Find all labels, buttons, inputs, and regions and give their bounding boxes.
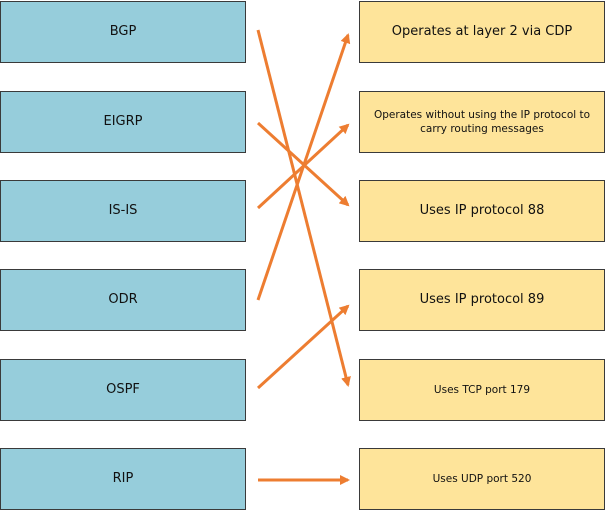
protocol-label: BGP — [109, 24, 137, 40]
description-label: Uses TCP port 179 — [433, 383, 531, 396]
protocol-label: EIGRP — [103, 114, 143, 130]
arrow-odr-to-layer2-cdp — [256, 33, 351, 301]
description-box-ip-89: Uses IP protocol 89 — [359, 269, 605, 331]
protocol-label: RIP — [112, 471, 134, 487]
protocol-box-odr: ODR — [0, 269, 246, 331]
protocol-label: OSPF — [106, 382, 140, 398]
protocol-label: IS-IS — [108, 203, 138, 219]
arrow-eigrp-to-ip-88 — [256, 121, 350, 207]
protocol-box-is-is: IS-IS — [0, 180, 246, 242]
protocol-box-eigrp: EIGRP — [0, 91, 246, 153]
description-box-no-ip: Operates without using the IP protocol t… — [359, 91, 605, 153]
protocol-box-ospf: OSPF — [0, 359, 246, 421]
description-label: Uses IP protocol 89 — [419, 292, 545, 308]
description-label: Operates at layer 2 via CDP — [391, 24, 573, 40]
description-box-ip-88: Uses IP protocol 88 — [359, 180, 605, 242]
description-label: Operates without using the IP protocol t… — [373, 108, 591, 135]
description-box-tcp-179: Uses TCP port 179 — [359, 359, 605, 421]
protocol-box-bgp: BGP — [0, 1, 246, 63]
arrow-bgp-to-tcp-179 — [256, 29, 351, 387]
arrow-is-is-to-no-ip — [256, 123, 350, 210]
description-label: Uses IP protocol 88 — [419, 203, 545, 219]
protocol-box-rip: RIP — [0, 448, 246, 510]
arrow-ospf-to-ip-89 — [256, 304, 350, 390]
description-box-udp-520: Uses UDP port 520 — [359, 448, 605, 510]
description-box-layer2-cdp: Operates at layer 2 via CDP — [359, 1, 605, 63]
protocol-label: ODR — [108, 292, 138, 308]
description-label: Uses UDP port 520 — [432, 472, 532, 485]
